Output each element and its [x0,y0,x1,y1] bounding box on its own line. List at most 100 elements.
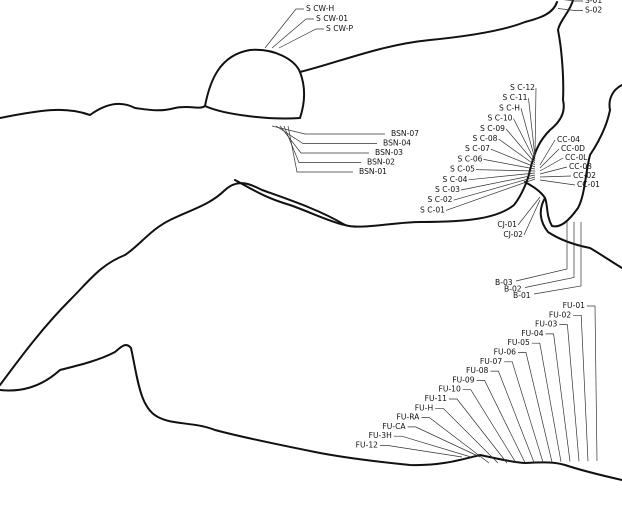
leader-line-fu-08 [490,370,535,463]
leader-line-s-c-06 [483,159,536,170]
site-label-bsn-02: BSN-02 [367,158,395,167]
leader-line-bsn-03 [279,125,369,154]
site-label-cc-03: CC-03 [569,162,592,171]
leader-line-fu-04 [545,333,571,462]
site-label-cc-01: CC-01 [577,180,600,189]
site-label-cc-0l: CC-0L [565,153,588,162]
site-label-s-c-02: S C-02 [428,195,453,204]
leader-line-fu-ra [421,417,490,464]
site-label-fu-04: FU-04 [521,329,543,338]
site-label-s-c-10: S C-10 [488,114,513,123]
site-label-bsn-03: BSN-03 [375,148,403,157]
site-label-fu-09: FU-09 [452,375,474,384]
southern-coastline [0,344,622,481]
leader-line-fu-07 [504,361,544,463]
island-outline [204,71,306,120]
leader-line-s-c-05 [475,169,536,172]
site-label-s-c-07: S C-07 [465,144,490,153]
site-label-fu-12: FU-12 [356,441,378,450]
leader-line-s-c-11 [528,98,536,158]
site-label-s-02: S-02 [585,6,602,15]
site-label-s-01: S-01 [585,0,602,5]
leader-line-bsn-07 [271,125,385,135]
leader-line-s-c-07 [490,148,536,168]
leader-line-fu-05 [531,342,562,462]
leader-line-s-c-h [520,108,536,160]
leader-line-fu-10 [462,389,517,463]
site-label-s-c-09: S C-09 [480,124,505,133]
site-label-b-02: B-02 [504,285,522,294]
leader-line-cc-04 [539,139,556,166]
site-label-s-c-04: S C-04 [443,175,468,184]
leader-line-s-c-03 [460,174,536,191]
leader-line-cc-0d [539,148,560,169]
leader-line-s-cw-01 [271,18,314,49]
leader-line-s-c-10 [513,118,536,162]
leader-line-fu-02 [573,314,589,462]
site-label-fu-01: FU-01 [563,301,585,310]
site-label-s-c-h: S C-H [499,103,520,112]
leader-line-s-cw-p [278,28,324,49]
leader-line-fu-11 [449,398,508,464]
site-label-cj-01: CJ-01 [497,220,517,229]
site-label-fu-ca: FU-CA [382,422,406,431]
leader-line-s-c-02 [453,176,536,201]
site-label-fu-10: FU-10 [438,385,460,394]
site-label-fu-08: FU-08 [466,366,488,375]
leader-line-fu-06 [518,352,553,463]
site-label-b-01: B-01 [513,291,531,300]
site-label-s-c-08: S C-08 [473,134,498,143]
leader-line-fu-01 [587,305,598,462]
southern-mainland-channel [539,197,622,269]
leader-line-bsn-01 [287,125,353,173]
site-label-cc-0d: CC-0D [561,144,585,153]
leader-line-fu-3h [393,435,472,458]
site-label-s-c-05: S C-05 [450,165,475,174]
leader-line-s-c-08 [498,138,536,166]
leader-line-fu-h [435,407,499,464]
leader-line-s-c-04 [468,172,536,181]
leader-line-fu-ca [407,426,481,458]
leader-line-fu-09 [476,380,526,463]
site-label-s-c-11: S C-11 [503,93,528,102]
site-label-s-c-03: S C-03 [435,185,460,194]
site-label-bsn-01: BSN-01 [359,167,387,176]
leader-line-fu-03 [559,324,580,462]
leader-line-cc-03 [539,166,568,175]
site-labels: S-01S-02S CW-HS CW-01S CW-PBSN-07BSN-04B… [306,0,602,450]
site-label-fu-03: FU-03 [535,320,557,329]
leader-line-s-02 [557,8,583,11]
leader-line-s-c-12 [534,87,537,156]
site-label-s-cw-h: S CW-H [306,4,334,13]
site-label-fu-07: FU-07 [480,357,502,366]
southern-mainland-north-shore [0,182,346,386]
site-label-bsn-04: BSN-04 [383,139,411,148]
site-label-fu-3h: FU-3H [369,431,392,440]
label-leader-lines [264,0,598,464]
leader-line-cj-01 [517,196,541,226]
site-label-fu-h: FU-H [415,403,433,412]
site-label-cj-02: CJ-02 [503,230,523,239]
leader-line-s-01 [563,0,583,2]
leader-line-b-01 [533,222,582,295]
site-label-s-cw-p: S CW-P [326,24,353,33]
leader-line-b-02 [524,222,575,288]
leader-line-fu-12 [380,445,463,458]
site-label-fu-02: FU-02 [549,310,571,319]
leader-line-s-cw-h [264,8,304,49]
site-label-cc-02: CC-02 [573,171,596,180]
northern-coastline [0,1,558,119]
site-label-fu-06: FU-06 [494,348,516,357]
east-lagoon-outer-shore [234,0,574,228]
site-label-s-c-01: S C-01 [420,205,445,214]
leader-line-cj-02 [523,199,541,236]
site-label-s-c-12: S C-12 [510,83,535,92]
leader-line-cc-02 [539,175,572,178]
leader-line-cc-0l [539,157,564,172]
site-label-fu-ra: FU-RA [397,413,421,422]
leader-line-s-c-01 [445,178,536,211]
site-label-fu-05: FU-05 [507,338,529,347]
coastlines [0,0,622,481]
leader-line-cc-01 [539,179,576,186]
